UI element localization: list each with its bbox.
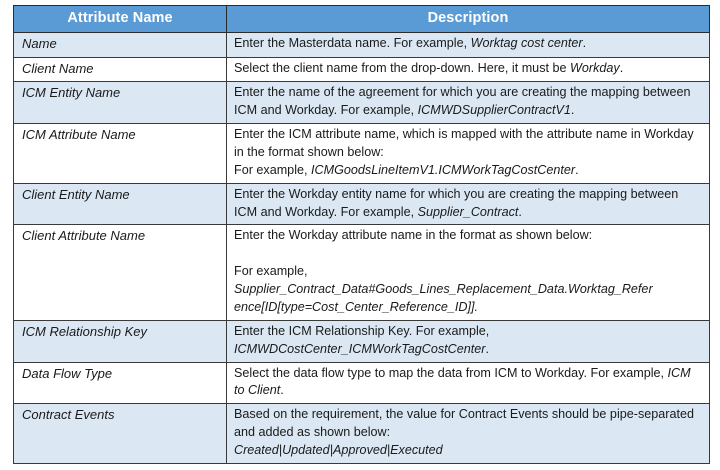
- description-cell: Based on the requirement, the value for …: [226, 403, 710, 464]
- description-emphasis: Workday: [570, 60, 620, 75]
- description-line: Enter the name of the agreement for whic…: [234, 84, 704, 120]
- attribute-name-cell: Contract Events: [13, 403, 227, 464]
- description-text: .: [280, 383, 284, 398]
- column-header-attribute-name: Attribute Name: [13, 4, 227, 34]
- table-row: Client Attribute Name Enter the Workday a…: [13, 224, 710, 321]
- table-header: Attribute Name Description: [13, 4, 710, 34]
- description-cell: Enter the ICM Relationship Key. For exam…: [226, 319, 710, 363]
- description-text: Enter the Masterdata name. For example,: [234, 36, 471, 51]
- description-line: Supplier_Contract_Data#Goods_Lines_Repla…: [234, 281, 704, 299]
- description-line: Enter the Workday attribute name in the …: [234, 227, 704, 245]
- attribute-name-cell: Client Attribute Name: [13, 224, 227, 321]
- description-cell: Select the data flow type to map the dat…: [226, 361, 710, 405]
- column-header-description: Description: [226, 4, 710, 34]
- description-text: .: [575, 162, 579, 177]
- attribute-name-cell: Client Entity Name: [13, 182, 227, 226]
- attribute-name-cell: ICM Relationship Key: [13, 319, 227, 363]
- description-text: Enter the ICM attribute name, which is m…: [234, 127, 694, 159]
- description-line: Based on the requirement, the value for …: [234, 406, 704, 442]
- description-cell: Enter the name of the agreement for whic…: [226, 81, 710, 125]
- attribute-name-cell: ICM Entity Name: [13, 81, 227, 125]
- description-line: Select the client name from the drop-dow…: [234, 60, 704, 78]
- description-text: Enter the name of the agreement for whic…: [234, 85, 691, 118]
- description-emphasis: Worktag cost center: [470, 36, 583, 51]
- description-emphasis: Created|Updated|Approved|Executed: [234, 443, 443, 458]
- description-emphasis: Supplier_Contract_Data#Goods_Lines_Repla…: [234, 282, 653, 297]
- description-line: Created|Updated|Approved|Executed: [234, 442, 704, 460]
- description-cell: Enter the Masterdata name. For example, …: [226, 32, 710, 58]
- description-cell: Enter the Workday attribute name in the …: [226, 224, 710, 321]
- description-text: For example,: [234, 162, 311, 177]
- description-text: .: [582, 36, 587, 51]
- description-text: Select the client name from the drop-dow…: [234, 60, 570, 75]
- description-line: ence[ID[type=Cost_Center_Reference_ID]].: [234, 299, 704, 317]
- description-line: Enter the ICM Relationship Key. For exam…: [234, 323, 704, 341]
- description-emphasis: Supplier_Contract: [417, 204, 519, 219]
- attribute-name-cell: Data Flow Type: [13, 361, 227, 405]
- description-line: Select the data flow type to map the dat…: [234, 365, 704, 401]
- description-text: .: [619, 60, 624, 75]
- table-row: Name Enter the Masterdata name. For examp…: [13, 32, 710, 58]
- table-row: Data Flow Type Select the data flow type …: [13, 361, 710, 405]
- description-line: For example, ICMGoodsLineItemV1.ICMWorkT…: [234, 162, 704, 180]
- description-text: Select the data flow type to map the dat…: [234, 365, 668, 380]
- description-text: Enter the ICM Relationship Key. For exam…: [234, 323, 490, 338]
- description-emphasis: ICM to Client: [234, 365, 691, 398]
- attribute-name-cell: Client Name: [13, 56, 227, 83]
- description-text: Based on the requirement, the value for …: [234, 407, 694, 440]
- table-header-row: Attribute Name Description: [13, 4, 710, 34]
- description-text: For example,: [234, 264, 308, 279]
- description-text: .: [518, 204, 522, 219]
- description-emphasis: ICMGoodsLineItemV1.ICMWorkTagCostCenter: [311, 162, 576, 177]
- description-text: .: [485, 341, 489, 356]
- description-line: Enter the Workday entity name for which …: [234, 186, 704, 222]
- attribute-name-cell: Name: [13, 32, 227, 58]
- description-line: Enter the ICM attribute name, which is m…: [234, 126, 704, 162]
- table-row: Client Name Select the client name from t…: [13, 56, 710, 83]
- table-row: ICM Relationship Key Enter the ICM Relati…: [13, 319, 710, 363]
- description-text: Enter the Workday entity name for which …: [234, 186, 679, 219]
- attribute-name-cell: ICM Attribute Name: [13, 123, 227, 184]
- description-cell: Select the client name from the drop-dow…: [226, 56, 710, 83]
- description-emphasis: ICMWDCostCenter_ICMWorkTagCostCenter: [234, 341, 486, 356]
- description-line: For example,: [234, 263, 704, 281]
- description-line: ICMWDCostCenter_ICMWorkTagCostCenter.: [234, 341, 704, 359]
- description-cell: Enter the Workday entity name for which …: [226, 182, 710, 226]
- description-cell: Enter the ICM attribute name, which is m…: [226, 123, 710, 184]
- description-emphasis: ence[ID[type=Cost_Center_Reference_ID]].: [234, 299, 478, 314]
- description-line: Enter the Masterdata name. For example, …: [234, 35, 704, 53]
- description-text: .: [570, 103, 575, 118]
- description-blank-line: [234, 245, 704, 263]
- table-body: Name Enter the Masterdata name. For examp…: [13, 32, 710, 464]
- description-emphasis: ICMWDSupplierContractV1: [417, 103, 571, 118]
- description-text: Enter the Workday attribute name in the …: [234, 228, 593, 243]
